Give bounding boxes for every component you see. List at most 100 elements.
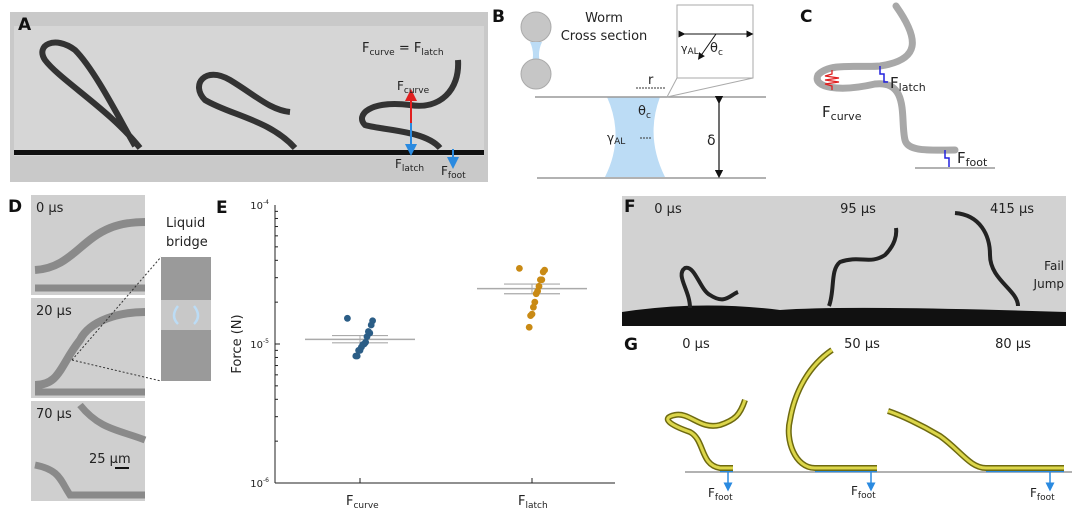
data-point-flatch (532, 290, 540, 298)
tick-base: 10 (250, 479, 263, 490)
panel-b-label: B (492, 7, 505, 27)
rod-highlight (887, 409, 1064, 470)
label-sub: latch (525, 501, 547, 511)
worm-0us (679, 265, 739, 309)
panel-d: D 0 µs 20 µs 70 µs 25 µm Liquid bridge (8, 195, 211, 501)
theta-label: θc (638, 104, 651, 121)
inset-gamma-label: γAL (681, 42, 699, 57)
worm-diagram (813, 2, 959, 154)
panel-c: C Flatch Fcurve Ffoot (800, 2, 995, 169)
tick-exponent: -5 (263, 338, 269, 345)
f-latch-label: Flatch (890, 74, 926, 94)
fail-label-line1: Fail (1044, 259, 1064, 273)
f-foot-label: Ffoot (441, 164, 466, 181)
rod-highlight (666, 399, 747, 470)
substrate (622, 305, 1066, 326)
time-label: 95 µs (840, 202, 876, 217)
f-foot-label: Ffoot (708, 486, 733, 503)
y-tick-label: 10-6 (250, 477, 269, 490)
data-point-flatch (537, 276, 544, 284)
data-point-fcurve (365, 328, 372, 335)
data-point-flatch (539, 268, 547, 276)
worm (34, 308, 146, 389)
f-foot-label: Ffoot (851, 484, 876, 501)
x-tick-label: Flatch (518, 494, 548, 511)
worm (77, 402, 147, 444)
inset-label-line2: bridge (166, 235, 208, 250)
panel-e-label: E (216, 198, 228, 218)
time-label: 0 µs (654, 202, 682, 217)
data-point-flatch (516, 264, 523, 272)
zoom-inset (676, 4, 754, 79)
f-curve-label: Fcurve (397, 79, 430, 96)
inset-label-line1: Liquid (166, 216, 205, 231)
gamma-label: γAL (607, 131, 625, 147)
time-label: 50 µs (844, 337, 880, 352)
zoom-line (666, 77, 678, 98)
data-point-fcurve (344, 314, 351, 322)
worm-95us (827, 227, 899, 307)
worm-415us (954, 211, 1020, 307)
worm-title-line1: Worm (585, 11, 623, 26)
force-equation: Fcurve = Flatch (362, 41, 444, 58)
zoom-line (666, 77, 754, 98)
f-foot-label: Ffoot (957, 149, 988, 169)
tick-base: 10 (250, 340, 263, 351)
data-point-fcurve (352, 352, 360, 360)
time-label: 0 µs (36, 201, 64, 216)
scale-bar-label: 25 µm (89, 452, 131, 467)
inset-tension-arrow (698, 33, 717, 60)
time-label: 415 µs (990, 202, 1034, 217)
panel-g: G 0 µs 50 µs 80 µs Ffoot Ffoot Ffoot (624, 335, 1072, 503)
panel-g-label: G (624, 335, 638, 355)
r-label: r (648, 73, 654, 88)
label-main: F (518, 494, 525, 509)
x-tick-label: Fcurve (346, 494, 379, 511)
time-label: 70 µs (36, 407, 72, 422)
tick-base: 10 (250, 201, 263, 212)
meniscus (172, 305, 200, 325)
worm-title-line2: Cross section (561, 29, 648, 44)
rod-80us (887, 408, 1064, 471)
time-label: 0 µs (682, 337, 710, 352)
worm-frame-1 (39, 39, 143, 150)
tick-exponent: -4 (263, 199, 269, 206)
tick-exponent: -6 (263, 477, 269, 484)
panel-d-label: D (8, 197, 22, 217)
inset-theta-label: θc (710, 41, 723, 58)
fail-label-line2: Jump (1033, 277, 1064, 291)
zoom-line (71, 359, 162, 382)
data-point-flatch (527, 312, 534, 320)
panel-b: B Worm Cross section r θc γAL δ γAL θc (492, 4, 766, 179)
data-point-flatch (525, 323, 533, 331)
panel-f: F 0 µs 95 µs 415 µs Fail Jump (622, 196, 1066, 326)
data-point-fcurve (355, 346, 362, 354)
liquid-bridge (605, 97, 665, 177)
data-point-fcurve (363, 333, 371, 341)
worm-frame-2 (196, 71, 298, 151)
panel-c-label: C (800, 7, 812, 27)
panel-a: A Fcurve = Flatch Fcurve Flatch Ffoot (10, 12, 488, 182)
y-tick-label: 10-4 (250, 199, 269, 212)
data-point-fcurve (367, 321, 375, 329)
f-foot-label: Ffoot (1030, 486, 1055, 503)
time-label: 20 µs (36, 304, 72, 319)
rod-50us (785, 347, 877, 471)
y-axis-label: Force (N) (230, 314, 245, 373)
worm-cross-section-top (520, 11, 552, 43)
worm-frame-3 (359, 59, 462, 151)
foot-icon (944, 150, 950, 167)
zoom-line (71, 256, 162, 361)
worm (34, 218, 146, 274)
latch-icon (879, 66, 888, 83)
worm-cross-section-bottom (520, 58, 552, 90)
time-label: 80 µs (995, 337, 1031, 352)
data-point-flatch (530, 303, 537, 311)
worm (34, 461, 145, 499)
f-curve-label: Fcurve (822, 103, 862, 123)
inset-gap (161, 300, 211, 330)
rod-highlight (787, 348, 877, 470)
